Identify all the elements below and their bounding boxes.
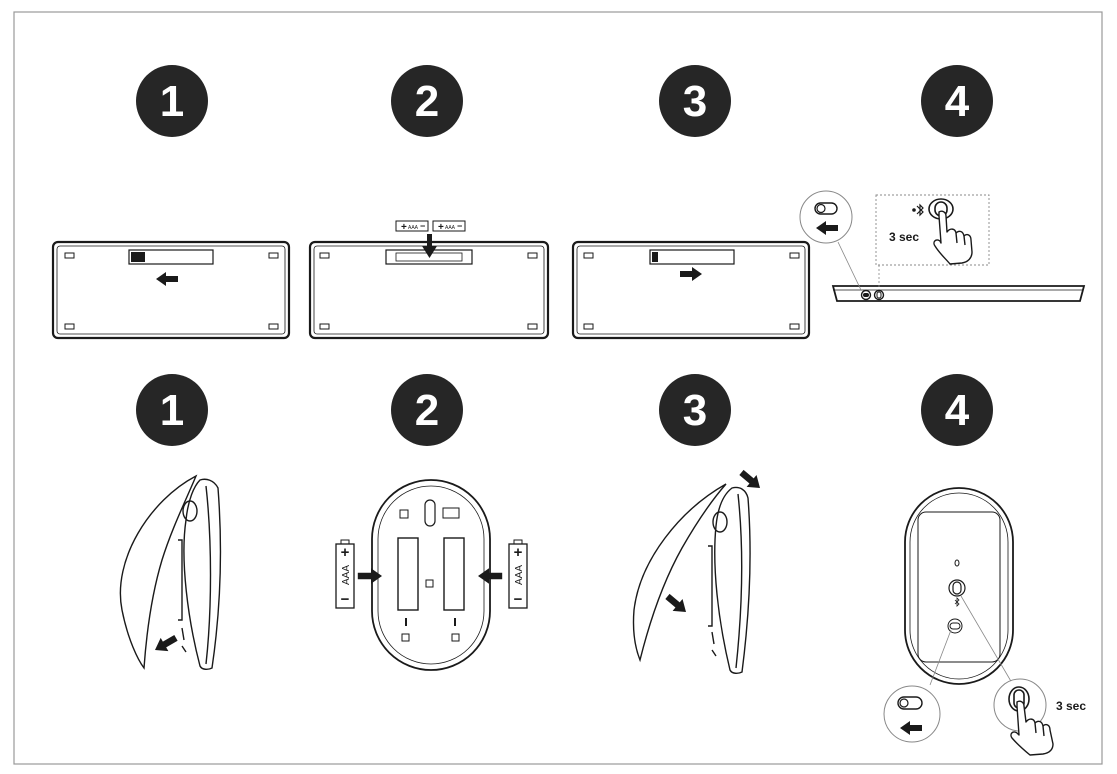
- pairing-button-callout: 3 sec: [875, 194, 990, 290]
- arrow-down-right-icon: [662, 590, 691, 618]
- hold-time-label: 3 sec: [1056, 699, 1086, 713]
- battery-mini-left: + AAA −: [395, 220, 429, 233]
- svg-text:AAA: AAA: [408, 225, 419, 231]
- svg-text:4: 4: [945, 77, 970, 126]
- power-switch-icon: [814, 202, 838, 215]
- svg-text:−: −: [420, 221, 425, 231]
- keyboard-step-2-badge: 2: [391, 65, 463, 137]
- svg-text:−: −: [514, 591, 523, 608]
- bluetooth-icon: [912, 203, 924, 217]
- diagram-frame: [13, 11, 1103, 765]
- svg-text:−: −: [341, 591, 350, 608]
- battery-left: + AAA −: [335, 539, 355, 609]
- svg-text:+: +: [341, 544, 350, 561]
- svg-text:−: −: [457, 221, 462, 231]
- keyboard-bottom-view-3: [571, 240, 811, 340]
- hand-press-icon: [1010, 700, 1054, 756]
- keyboard-bottom-view-1: [51, 240, 291, 340]
- hand-press-icon: [933, 210, 973, 265]
- bluetooth-icon: [954, 597, 960, 607]
- arrow-left-icon: [156, 272, 178, 286]
- svg-text:3: 3: [683, 386, 707, 435]
- mouse-side-view-3: [632, 483, 751, 675]
- mouse-step-2-badge: 2: [391, 374, 463, 446]
- mouse-step-3-badge: 3: [659, 374, 731, 446]
- svg-text:AAA: AAA: [514, 565, 525, 585]
- pairing-button-callout: 3 sec: [960, 595, 1086, 756]
- power-switch-icon: [897, 696, 923, 710]
- svg-text:AAA: AAA: [445, 225, 456, 231]
- mouse-bottom-open-view: [371, 479, 491, 671]
- power-switch-callout: [883, 629, 952, 743]
- hold-time-label: 3 sec: [889, 230, 919, 244]
- mouse-step-4-badge: 4: [921, 374, 993, 446]
- mouse-bottom-closed-view: [904, 487, 1014, 685]
- arrow-down-left-icon: [736, 466, 765, 494]
- svg-text:+: +: [401, 222, 407, 233]
- svg-text:1: 1: [160, 386, 184, 435]
- arrow-right-icon: [680, 267, 702, 281]
- power-switch-callout: [799, 190, 862, 291]
- svg-text:AAA: AAA: [341, 565, 352, 585]
- svg-text:2: 2: [415, 77, 439, 126]
- keyboard-side-view: [831, 285, 1086, 302]
- battery-right: + AAA −: [508, 539, 528, 609]
- keyboard-step-1-badge: 1: [136, 65, 208, 137]
- svg-text:2: 2: [415, 386, 439, 435]
- svg-text:4: 4: [945, 386, 970, 435]
- svg-text:1: 1: [160, 77, 184, 126]
- svg-text:+: +: [514, 544, 523, 561]
- arrow-down-icon: [422, 234, 437, 258]
- mouse-step-1-badge: 1: [136, 374, 208, 446]
- svg-text:3: 3: [683, 77, 707, 126]
- arrow-up-right-icon: [151, 631, 180, 657]
- mouse-side-view-1: [119, 474, 222, 671]
- svg-text:+: +: [438, 222, 444, 233]
- keyboard-step-4-badge: 4: [921, 65, 993, 137]
- battery-mini-right: + AAA −: [432, 220, 466, 233]
- keyboard-step-3-badge: 3: [659, 65, 731, 137]
